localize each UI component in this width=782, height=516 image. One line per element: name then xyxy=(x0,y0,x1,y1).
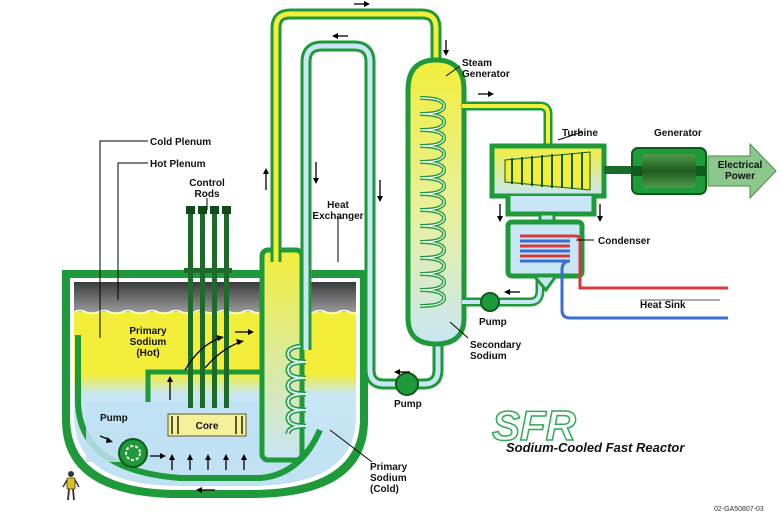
sfr-logo: SFR Sodium-Cooled Fast Reactor xyxy=(491,401,685,455)
cold-plenum-label: Cold Plenum xyxy=(150,137,211,148)
turbine-label: Turbine xyxy=(562,128,598,139)
heat-sink-pipes xyxy=(560,234,728,320)
rod-bracket xyxy=(184,268,232,273)
generator xyxy=(631,147,707,195)
exhaust-duct xyxy=(505,196,597,217)
control-rod xyxy=(212,210,217,408)
generator-label: Generator xyxy=(654,128,702,139)
secondary-sodium-label-2: Sodium xyxy=(470,351,507,362)
condenser-tubes-hot xyxy=(520,234,570,258)
document-number: 02-GA50807-03 xyxy=(714,506,764,513)
electrical-power-arrow: Electrical Power xyxy=(707,142,777,200)
condenser xyxy=(505,219,585,293)
condenser-shell xyxy=(505,219,585,279)
hot-plenum-label: Hot Plenum xyxy=(150,159,206,170)
pump-middle-label: Pump xyxy=(394,399,422,410)
control-rod xyxy=(224,210,229,408)
sfr-logo-letters: SFR xyxy=(492,402,577,449)
primary-pump-left: Pump xyxy=(100,413,148,468)
control-rod-drive xyxy=(198,206,207,214)
heat-exchanger-label-2: Exchanger xyxy=(312,211,363,222)
control-rods-label-1: Control xyxy=(189,178,225,189)
electrical-power-label-2: Power xyxy=(725,171,755,182)
steam-generator-label-2: Generator xyxy=(462,69,510,80)
primary-sodium-hot-label-3: (Hot) xyxy=(136,348,159,359)
primary-sodium-hot-label-2: Sodium xyxy=(130,337,167,348)
secondary-pump: Pump xyxy=(394,372,422,410)
secondary-cold-leg xyxy=(300,40,444,390)
sodium-surface xyxy=(73,309,357,315)
secondary-hot-leg xyxy=(270,8,442,262)
primary-sodium-cold-label-1: Primary xyxy=(370,462,408,473)
control-rod-drive xyxy=(222,206,231,214)
primary-sodium-hot-label-1: Primary xyxy=(129,326,167,337)
pump-middle-body xyxy=(395,372,419,396)
pump-right-label: Pump xyxy=(479,317,507,328)
core-block xyxy=(167,413,247,437)
generator-body xyxy=(642,154,696,188)
control-rod xyxy=(200,210,205,408)
control-rod-drive xyxy=(186,206,195,214)
leader-lines xyxy=(99,65,720,463)
pump-left-body xyxy=(118,438,148,468)
reactor-core: Core xyxy=(167,413,247,437)
electrical-power-label-1: Electrical xyxy=(718,160,763,171)
secondary-sodium-label-1: Secondary xyxy=(470,340,522,351)
steam-generator xyxy=(405,57,467,347)
heat-exchanger-label-1: Heat xyxy=(327,200,349,211)
control-rods-label-2: Rods xyxy=(195,189,220,200)
core-label: Core xyxy=(196,421,219,432)
control-rod xyxy=(188,210,193,408)
condenser-tubes-cold xyxy=(520,239,570,263)
turbine xyxy=(489,143,634,199)
turbine-shaft xyxy=(604,166,634,174)
pump-right-body xyxy=(480,292,500,312)
control-rods xyxy=(184,206,232,408)
person-figure xyxy=(62,471,80,501)
heat-sink-red-pipe xyxy=(570,234,728,290)
power-arrow-shape xyxy=(707,142,777,200)
control-rod-drive xyxy=(210,206,219,214)
steam-line xyxy=(462,101,553,146)
vessel-flow-arrows xyxy=(99,329,281,493)
primary-sodium-cold-label-3: (Cold) xyxy=(370,484,399,495)
heat-sink-label: Heat Sink xyxy=(640,300,686,311)
loop-flow-arrows xyxy=(263,1,603,375)
heat-sink-blue-pipe xyxy=(560,259,728,320)
steam-generator-label-1: Steam xyxy=(462,58,492,69)
steam-pipe xyxy=(462,101,553,146)
intermediate-heat-exchanger xyxy=(259,247,307,463)
feedwater-line: Pump xyxy=(462,262,545,328)
labels: Cold Plenum Hot Plenum Control Rods Heat… xyxy=(129,58,702,495)
turbine-exhaust xyxy=(505,196,597,226)
condenser-label: Condenser xyxy=(598,236,650,247)
primary-sodium-cold-label-2: Sodium xyxy=(370,473,407,484)
steam-generator-shell xyxy=(405,57,467,347)
hotwell xyxy=(530,274,559,293)
pump-left-label: Pump xyxy=(100,413,128,424)
reactor-name-title: Sodium-Cooled Fast Reactor xyxy=(506,440,685,455)
